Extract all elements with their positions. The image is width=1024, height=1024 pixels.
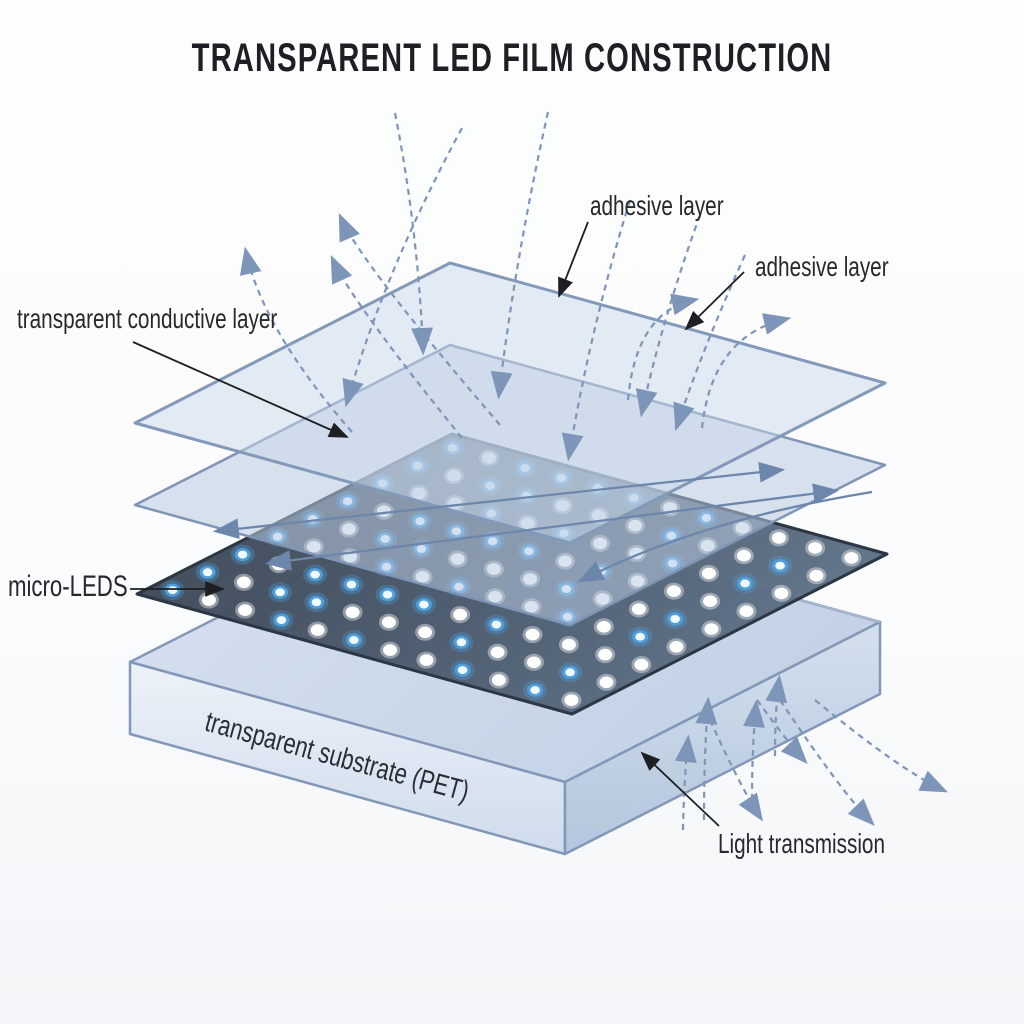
light-arc-up-left	[239, 246, 353, 433]
label-adhesive-layer-right: adhesive layer	[755, 251, 889, 282]
light-ray-up	[765, 674, 788, 757]
conductive-current-arrows	[212, 461, 873, 583]
light-arc-up-right	[700, 313, 792, 429]
light-arc-up-left	[338, 212, 501, 426]
light-arc-down	[561, 199, 632, 462]
light-ray-out	[756, 699, 808, 765]
light-transmission-arrow	[640, 751, 720, 827]
label-light-transmission: Light transmission	[718, 828, 885, 859]
light-ray-out	[779, 699, 875, 826]
conductive-arrow	[132, 341, 349, 438]
upper-light-arrows	[239, 111, 792, 462]
adhesive-top-arrow	[558, 221, 589, 298]
light-ray-out	[708, 719, 764, 822]
double-arrow	[264, 483, 840, 571]
light-ray-up	[743, 699, 765, 801]
label-micro-leds: micro-LEDS	[8, 570, 128, 603]
light-arc-down	[490, 111, 550, 400]
light-arc-down	[673, 254, 747, 432]
bent-arrow	[577, 490, 873, 583]
page-title: TRANSPARENT LED FILM CONSTRUCTION	[191, 36, 833, 80]
light-ray-up	[695, 696, 718, 821]
label-adhesive-layer-top: adhesive layer	[590, 190, 724, 221]
label-transparent-conductive-layer: transparent conductive layer	[17, 303, 278, 334]
light-arc-down	[342, 127, 463, 408]
label-leader-arrows	[130, 221, 745, 827]
light-ray-out	[814, 699, 948, 793]
adhesive-right-arrow	[684, 271, 745, 331]
light-transmission-arrows	[674, 674, 948, 831]
light-ray-up	[674, 734, 697, 831]
light-arc-down	[635, 214, 702, 418]
